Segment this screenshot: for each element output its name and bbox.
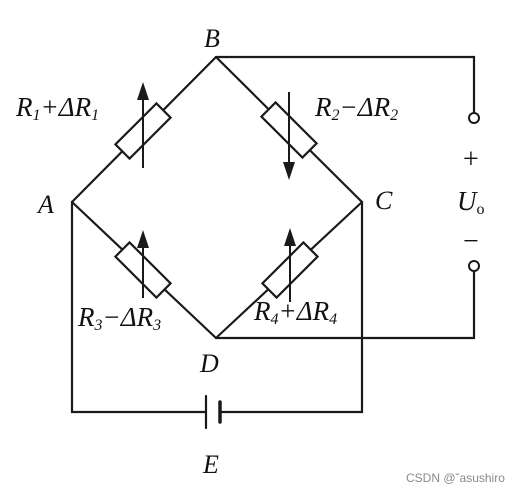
resistor-label-r4: R4+ΔR4: [254, 296, 338, 328]
node-label-a: A: [38, 190, 54, 219]
resistor-r2: [259, 92, 319, 180]
output-voltage-label: Uo: [457, 186, 485, 218]
wire-d-to-minus-terminal: [214, 268, 476, 340]
output-plus-sign: +: [463, 144, 479, 175]
resistor-label-r3: R3−ΔR3: [78, 302, 162, 334]
watermark: CSDN @ˇasushiro: [406, 471, 505, 485]
wire-c-to-battery: [218, 200, 364, 414]
resistor-r3: [113, 230, 173, 300]
node-label-b: B: [204, 24, 220, 53]
output-terminal-minus: [468, 260, 480, 272]
node-label-d: D: [200, 349, 219, 378]
resistor-label-r2: R2−ΔR2: [315, 92, 399, 124]
output-terminal-plus: [468, 112, 480, 124]
resistor-label-r1: R1+ΔR1: [16, 92, 100, 124]
wire-b-to-plus-terminal: [214, 55, 476, 114]
node-label-c: C: [375, 186, 393, 215]
resistor-r1: [113, 82, 173, 168]
node-label-e: E: [203, 450, 219, 479]
output-minus-sign: −: [463, 226, 479, 257]
wire-a-to-battery: [70, 200, 208, 414]
resistor-r4: [260, 228, 320, 302]
